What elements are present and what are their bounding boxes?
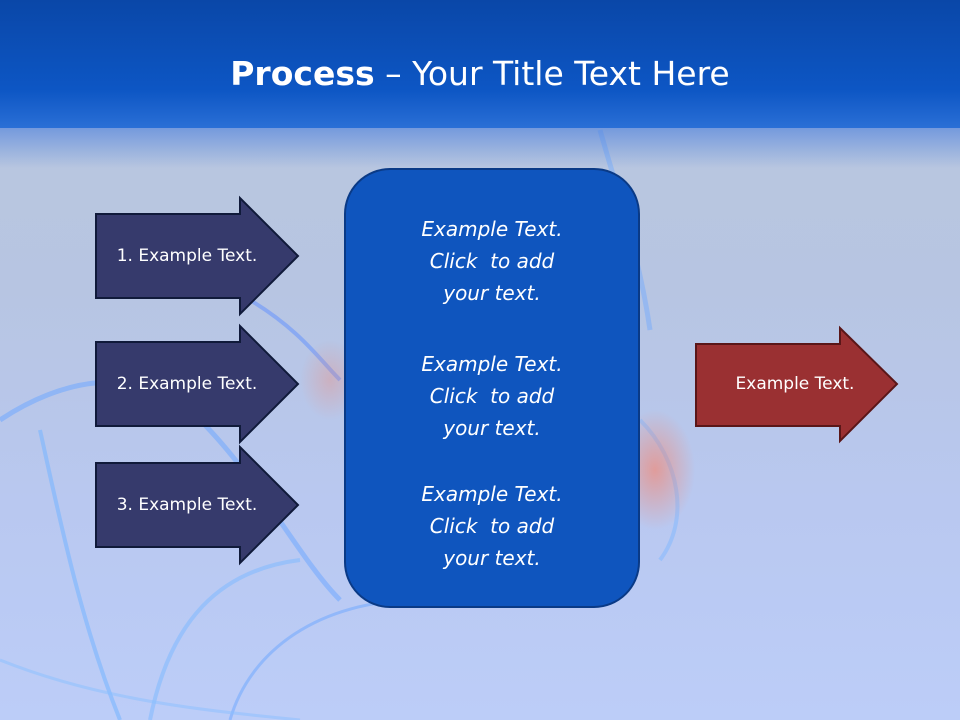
left-arrow-3 <box>95 444 300 566</box>
center-text-block-2: Example Text. Click to add your text. <box>344 348 640 444</box>
right-arrow-label: Example Text. <box>735 374 855 394</box>
block-3-line-2: Click to add <box>429 514 555 538</box>
block-1-line-1: Example Text. <box>421 217 563 241</box>
slide-title-rest: – Your Title Text Here <box>374 54 730 93</box>
block-1-line-3: your text. <box>443 281 541 305</box>
right-arrow <box>695 325 899 444</box>
left-arrow-1 <box>95 195 300 317</box>
left-arrow-2-label: 2. Example Text. <box>116 374 258 394</box>
block-2-line-2: Click to add <box>429 384 555 408</box>
block-2-line-3: your text. <box>443 416 541 440</box>
block-2-line-1: Example Text. <box>421 352 563 376</box>
slide-title-bold: Process <box>230 54 375 93</box>
center-content-box <box>344 168 640 608</box>
left-arrow-2 <box>95 323 300 445</box>
center-text-block-3: Example Text. Click to add your text. <box>344 478 640 574</box>
center-text-block-1: Example Text. Click to add your text. <box>344 213 640 309</box>
block-3-line-1: Example Text. <box>421 482 563 506</box>
block-1-line-2: Click to add <box>429 249 555 273</box>
title-header-band <box>0 0 960 128</box>
header-fade <box>0 128 960 168</box>
block-3-line-3: your text. <box>443 546 541 570</box>
left-arrow-3-label: 3. Example Text. <box>116 495 258 515</box>
slide-title: Process – Your Title Text Here <box>0 54 960 94</box>
left-arrow-1-label: 1. Example Text. <box>116 246 258 266</box>
